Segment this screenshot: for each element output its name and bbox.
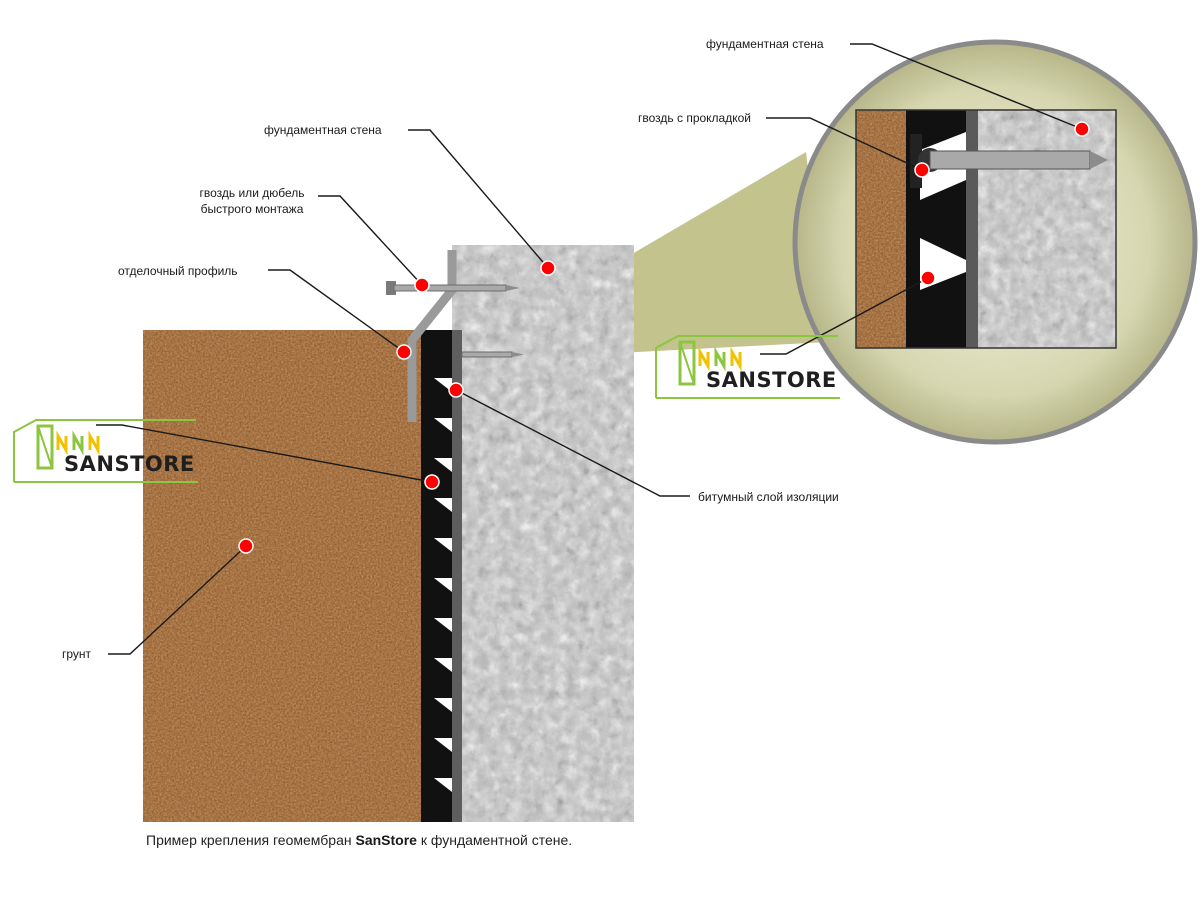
caption-brand: SanStore: [355, 832, 417, 848]
membrane-studs: [434, 378, 452, 792]
label-bitumen-layer: битумный слой изоляции: [698, 490, 839, 504]
wall-texture: [452, 245, 634, 822]
label-zoom-foundation-wall: фундаментная стена: [706, 37, 824, 51]
logo-right: [655, 335, 840, 399]
marker-zoom-wall: [1074, 121, 1090, 137]
marker-profile: [396, 344, 412, 360]
logo-right-word: SANSTORE: [706, 368, 837, 392]
caption-after: к фундаментной стене.: [416, 832, 573, 848]
diagram-caption: Пример крепления геомембран SanStore к ф…: [146, 832, 572, 848]
caption-before: Пример крепления геомембран: [146, 832, 356, 848]
label-nail: гвоздь или дюбель быстрого монтажа: [186, 185, 318, 217]
soil-texture: [143, 330, 421, 822]
nail-lower: [461, 351, 524, 358]
zoom-bitumen: [966, 110, 978, 348]
finishing-profile: [407, 250, 457, 422]
logo-left: [13, 419, 198, 483]
label-zoom-nail: гвоздь с прокладкой: [638, 111, 751, 125]
label-soil: грунт: [62, 647, 92, 661]
leader-lines: [96, 43, 1083, 655]
logo-left-word: SANSTORE: [64, 452, 195, 476]
marker-membrane: [424, 474, 440, 490]
markers: [238, 121, 1090, 554]
label-nail-line2: быстрого монтажа: [200, 202, 304, 216]
main-section: [143, 245, 634, 822]
zoom-detail: [856, 110, 1116, 348]
zoom-frame: [855, 109, 1117, 349]
label-finishing-profile: отделочный профиль: [118, 264, 238, 278]
marker-zoom-nail: [914, 162, 930, 178]
marker-nail: [414, 277, 430, 293]
zoom-nail: [910, 134, 1108, 188]
label-nail-line1: гвоздь или дюбель: [199, 186, 305, 200]
label-foundation-wall: фундаментная стена: [264, 123, 382, 137]
marker-bitumen: [448, 382, 464, 398]
marker-zoom-membrane: [920, 270, 936, 286]
bitumen-layer: [452, 330, 462, 822]
marker-wall: [540, 260, 556, 276]
marker-soil: [238, 538, 254, 554]
nail-upper: [386, 281, 520, 295]
